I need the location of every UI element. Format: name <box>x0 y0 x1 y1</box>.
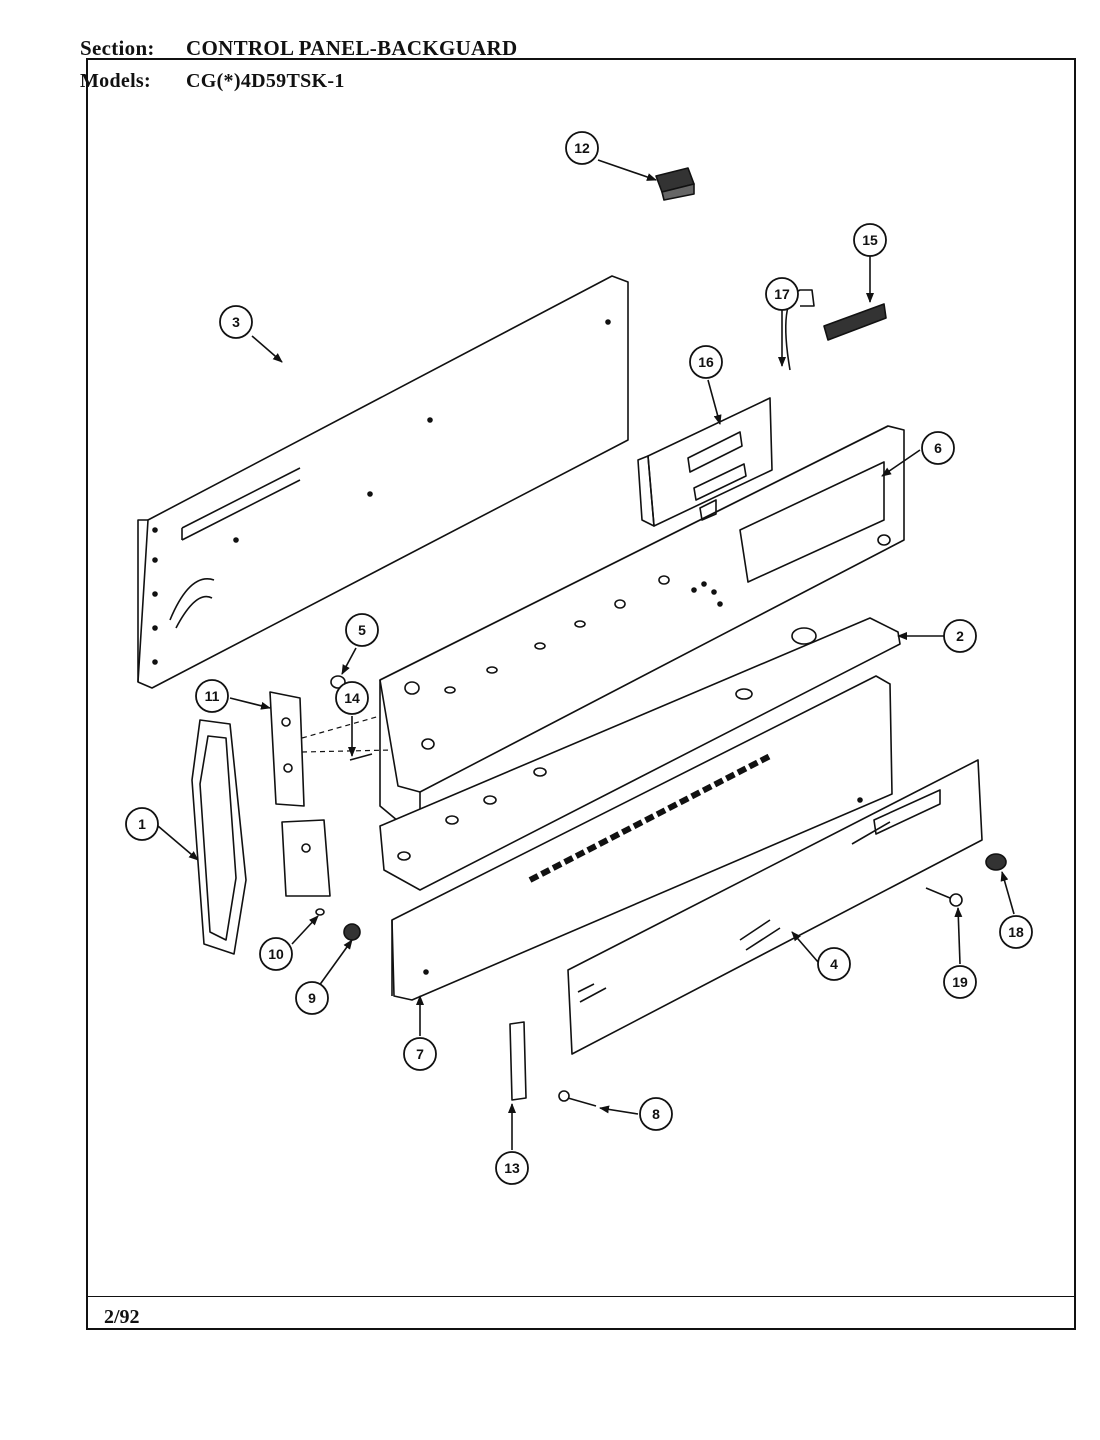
section-row: Section: CONTROL PANEL-BACKGUARD <box>80 36 517 61</box>
leader-6 <box>881 449 921 477</box>
callout-1: 1 <box>125 807 159 841</box>
callout-12: 12 <box>565 131 599 165</box>
svg-text:1: 1 <box>138 816 146 832</box>
callout-3: 3 <box>219 305 253 339</box>
leader-16 <box>707 379 722 425</box>
svg-text:4: 4 <box>830 956 838 972</box>
svg-text:3: 3 <box>232 314 240 330</box>
leader-19 <box>954 907 963 965</box>
screw-head <box>558 1090 570 1102</box>
leader-9 <box>315 939 353 991</box>
callout-10: 10 <box>259 937 293 971</box>
knob-right-shape <box>985 853 1007 871</box>
callout-7: 7 <box>403 1037 437 1071</box>
models-row: Models: CG(*)4D59TSK-1 <box>80 70 345 93</box>
leader-5 <box>341 647 357 675</box>
glass-panel-shape <box>567 759 983 1055</box>
callout-5: 5 <box>345 613 379 647</box>
control-bracket-shape <box>379 617 901 891</box>
callout-9: 9 <box>295 981 329 1015</box>
callout-15: 15 <box>853 223 887 257</box>
callout-17: 17 <box>765 277 799 311</box>
backguard-rear-panel-shape <box>137 275 629 689</box>
switch-shape <box>655 167 695 201</box>
screw-shape <box>567 1097 597 1107</box>
leader-8 <box>599 1105 639 1115</box>
bolt-shape <box>349 753 373 761</box>
svg-text:12: 12 <box>574 140 590 156</box>
callout-14: 14 <box>335 681 369 715</box>
svg-text:8: 8 <box>652 1106 660 1122</box>
screw-right-shape <box>925 887 951 899</box>
terminal-block-shape <box>823 303 887 341</box>
leader-12 <box>597 159 657 181</box>
callout-4: 4 <box>817 947 851 981</box>
control-board-shape <box>637 397 773 527</box>
svg-text:5: 5 <box>358 622 366 638</box>
leader-3 <box>251 335 283 363</box>
callout-8: 8 <box>639 1097 673 1131</box>
svg-text:6: 6 <box>934 440 942 456</box>
svg-text:18: 18 <box>1008 924 1024 940</box>
leader-10 <box>291 915 319 945</box>
leader-11 <box>229 697 271 710</box>
svg-text:15: 15 <box>862 232 878 248</box>
svg-text:14: 14 <box>344 690 360 706</box>
mounting-bracket-shape <box>269 691 331 897</box>
section-label: Section: <box>80 36 155 60</box>
leader-18 <box>1000 871 1015 915</box>
callout-2: 2 <box>943 619 977 653</box>
svg-text:9: 9 <box>308 990 316 1006</box>
footer-divider <box>86 1296 1076 1297</box>
knob-shape <box>343 923 361 941</box>
svg-text:2: 2 <box>956 628 964 644</box>
models-label: Models: <box>80 70 151 92</box>
leader-4 <box>791 931 819 963</box>
diagram-frame <box>86 58 1076 1330</box>
svg-text:17: 17 <box>774 286 790 302</box>
svg-text:13: 13 <box>504 1160 520 1176</box>
svg-text:11: 11 <box>205 688 220 704</box>
washer-shape <box>315 908 325 916</box>
callout-18: 18 <box>999 915 1033 949</box>
callout-19: 19 <box>943 965 977 999</box>
callout-6: 6 <box>921 431 955 465</box>
svg-text:7: 7 <box>416 1046 424 1062</box>
callout-11: 11 <box>195 679 229 713</box>
end-cap-left-shape <box>191 719 247 955</box>
models-value: CG(*)4D59TSK-1 <box>186 70 345 92</box>
screw-right-head <box>949 893 963 907</box>
nut-shape <box>330 675 346 689</box>
trim-strip-shape <box>509 1021 527 1101</box>
vented-front-panel-shape <box>391 675 893 1001</box>
svg-text:19: 19 <box>952 974 968 990</box>
section-title: CONTROL PANEL-BACKGUARD <box>186 36 518 60</box>
callout-16: 16 <box>689 345 723 379</box>
callout-13: 13 <box>495 1151 529 1185</box>
revision-date: 2/92 <box>104 1306 140 1328</box>
leader-1 <box>157 825 199 861</box>
svg-text:16: 16 <box>698 354 714 370</box>
svg-text:10: 10 <box>268 946 284 962</box>
